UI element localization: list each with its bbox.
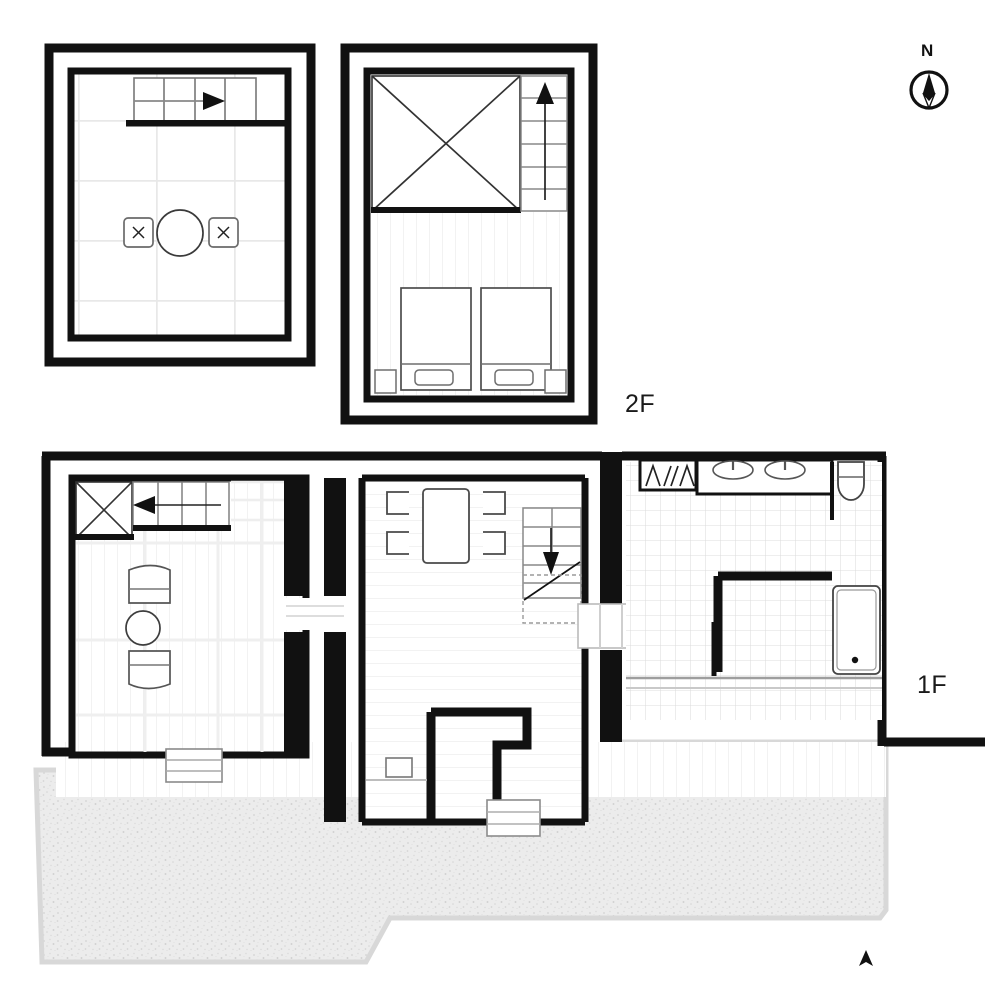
second-floor-plan: [340, 43, 598, 425]
arrow-right-icon: [203, 92, 225, 110]
bedroom-furniture-2f: [374, 287, 567, 394]
round-table: [156, 209, 204, 257]
first-floor-plan: [33, 451, 985, 965]
dining-furniture: [386, 488, 506, 564]
bed-left: [400, 287, 472, 391]
stool-right: [208, 217, 239, 248]
dining-table: [422, 488, 470, 564]
north-arrow-compass-icon: [909, 70, 949, 110]
bathtub: [832, 585, 881, 675]
arrow-left-icon: [133, 496, 155, 514]
round-side-table: [125, 610, 161, 646]
stool-left: [123, 217, 154, 248]
dining-chair-2: [386, 531, 409, 555]
entry-steps-living: [165, 748, 223, 783]
shoe-bench: [385, 757, 413, 778]
entry-vestibule: [366, 707, 532, 822]
void-open-to-below-2f: [371, 75, 521, 213]
floor-label-2f: 2F: [625, 390, 656, 418]
nightstand-right: [544, 369, 567, 394]
void-open-to-below-1f: [74, 481, 134, 540]
roof-terrace-plan: [44, 43, 316, 367]
compass-north-label: N: [921, 41, 934, 60]
living-room-furniture: [125, 564, 171, 690]
corridor-link-right: [577, 452, 645, 742]
corridor-link-left: [284, 478, 346, 822]
living-room: [68, 474, 310, 783]
stair-run-up-2f: [520, 75, 568, 212]
dining-chair-3: [483, 491, 506, 515]
toilet: [837, 461, 865, 501]
bed-right: [480, 287, 552, 391]
stair-run-down-1f: [522, 507, 582, 624]
terrace-furniture: [123, 209, 239, 257]
dining-chair-1: [386, 491, 409, 515]
porch-steps-front: [486, 799, 541, 837]
closet-cabinet: [638, 458, 698, 492]
arrow-up-icon: [536, 82, 554, 104]
nightstand-left: [374, 369, 397, 394]
dining-room: [358, 474, 589, 837]
stair-run-down-left-1f: [132, 481, 231, 531]
stair-run-terrace: [126, 77, 288, 127]
section-arrow-marker-icon: [859, 950, 873, 966]
floor-label-1f: 1F: [917, 671, 948, 699]
vanity-counter: [695, 458, 834, 496]
armchair-bottom: [128, 650, 171, 690]
bathroom: [626, 458, 882, 720]
armchair-top: [128, 564, 171, 604]
arrow-down-icon: [543, 552, 559, 575]
dining-chair-4: [483, 531, 506, 555]
